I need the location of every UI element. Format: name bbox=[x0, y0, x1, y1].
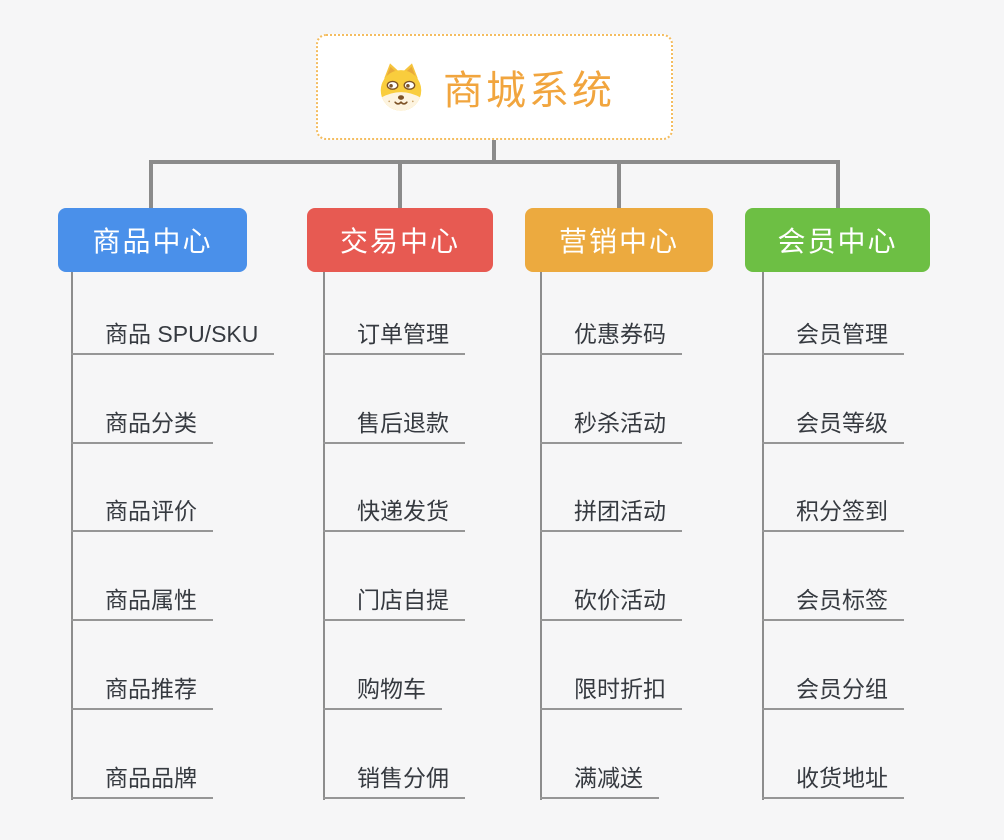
branch-topic-marketing-center[interactable]: 营销中心 bbox=[525, 208, 713, 272]
child-topic[interactable]: 优惠券码 bbox=[540, 317, 682, 355]
child-topic[interactable]: 商品属性 bbox=[71, 583, 213, 622]
child-topic[interactable]: 会员标签 bbox=[762, 583, 904, 622]
shiba-dog-icon bbox=[374, 60, 428, 114]
connector-bus bbox=[149, 160, 840, 164]
branch-topic-member-center[interactable]: 会员中心 bbox=[745, 208, 930, 272]
child-topic[interactable]: 售后退款 bbox=[323, 406, 465, 444]
child-topic[interactable]: 砍价活动 bbox=[540, 583, 682, 622]
branch-children: 优惠券码秒杀活动拼团活动砍价活动限时折扣满减送 bbox=[540, 272, 785, 804]
branch-children: 会员管理会员等级积分签到会员标签会员分组收货地址 bbox=[762, 272, 1004, 804]
child-topic[interactable]: 限时折扣 bbox=[540, 672, 682, 710]
root-topic[interactable]: 商城系统 bbox=[316, 34, 673, 140]
child-topic[interactable]: 拼团活动 bbox=[540, 494, 682, 533]
connector-root-stem bbox=[492, 139, 496, 161]
connector-drop bbox=[398, 160, 402, 208]
child-topic[interactable]: 快递发货 bbox=[323, 494, 465, 533]
branch-topic-trade-center[interactable]: 交易中心 bbox=[307, 208, 493, 272]
child-topic[interactable]: 会员分组 bbox=[762, 672, 904, 710]
branch-topic-product-center[interactable]: 商品中心 bbox=[58, 208, 247, 272]
child-topic[interactable]: 满减送 bbox=[540, 761, 659, 799]
branch-trunk-line bbox=[540, 272, 542, 800]
branch-trunk-line bbox=[762, 272, 764, 800]
branch-children: 订单管理售后退款快递发货门店自提购物车销售分佣 bbox=[323, 272, 568, 804]
child-topic[interactable]: 购物车 bbox=[323, 672, 442, 710]
child-topic[interactable]: 会员等级 bbox=[762, 406, 904, 444]
connector-drop bbox=[149, 160, 153, 208]
child-topic[interactable]: 订单管理 bbox=[323, 317, 465, 355]
branch-trunk-line bbox=[323, 272, 325, 800]
child-topic[interactable]: 商品评价 bbox=[71, 494, 213, 533]
child-topic[interactable]: 商品推荐 bbox=[71, 672, 213, 710]
child-topic[interactable]: 会员管理 bbox=[762, 317, 904, 355]
child-topic[interactable]: 收货地址 bbox=[762, 761, 904, 799]
connector-drop bbox=[617, 160, 621, 208]
child-topic[interactable]: 秒杀活动 bbox=[540, 406, 682, 444]
branch-children: 商品 SPU/SKU 商品分类商品评价商品属性商品推荐商品品牌 bbox=[71, 272, 316, 804]
child-topic[interactable]: 销售分佣 bbox=[323, 761, 465, 799]
root-topic-title: 商城系统 bbox=[443, 69, 615, 113]
child-topic[interactable]: 积分签到 bbox=[762, 494, 904, 533]
branch-trunk-line bbox=[71, 272, 73, 800]
child-topic[interactable]: 商品分类 bbox=[71, 406, 213, 444]
child-topic[interactable]: 商品 SPU/SKU bbox=[71, 317, 275, 355]
connector-drop bbox=[836, 160, 840, 208]
child-topic[interactable]: 门店自提 bbox=[323, 583, 465, 622]
child-topic[interactable]: 商品品牌 bbox=[71, 761, 213, 799]
